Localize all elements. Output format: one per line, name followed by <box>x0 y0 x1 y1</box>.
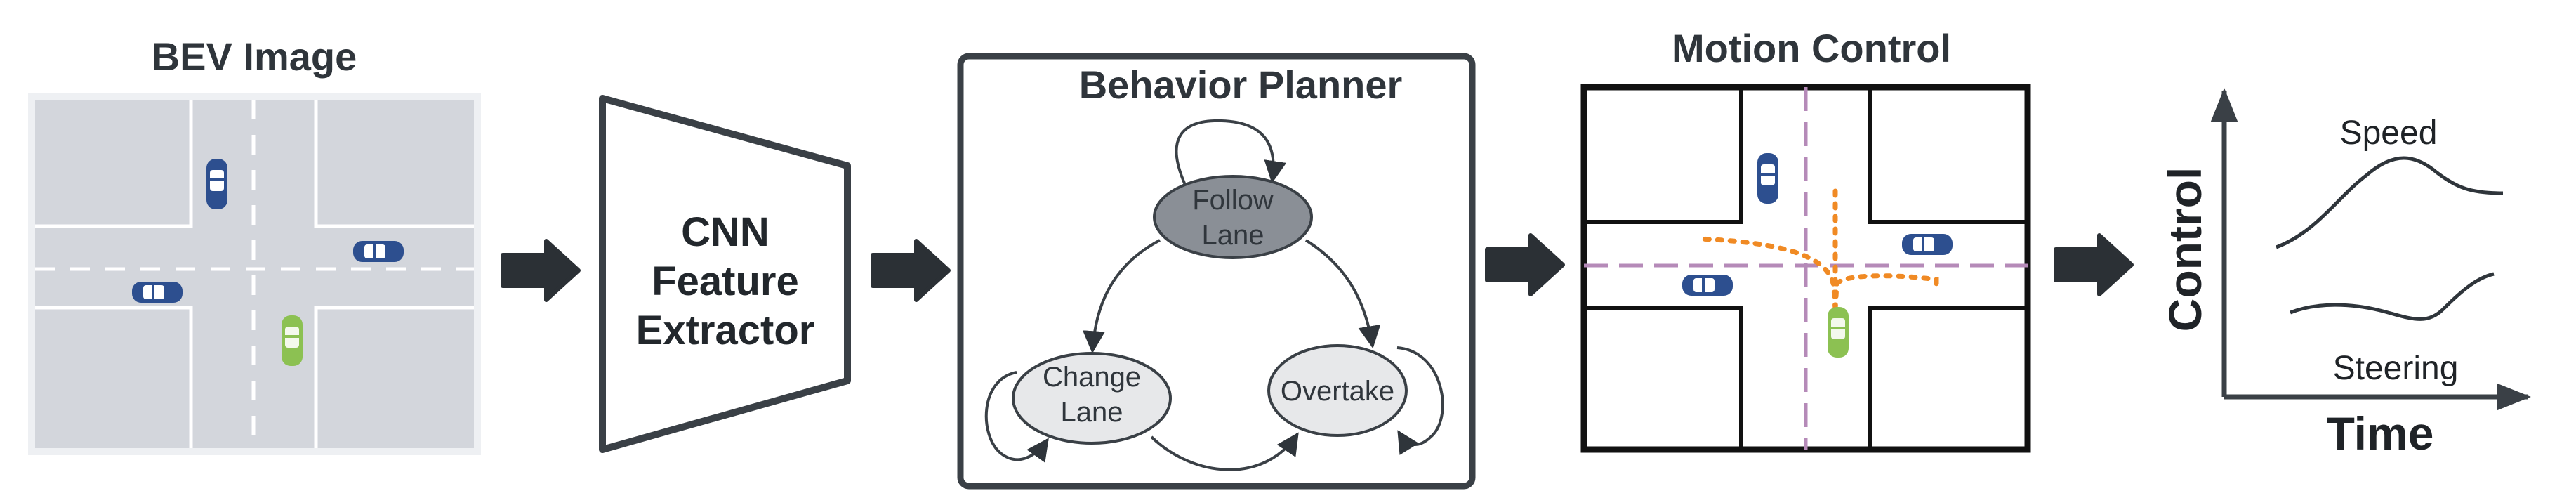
behavior-planner-panel: Behavior Planner Follow Lane Change Lane… <box>957 53 1476 490</box>
state-overtake-label: Overtake <box>1281 376 1394 407</box>
bev-title: BEV Image <box>152 34 357 79</box>
control-plot: Control Time Speed Steering <box>2159 88 2531 459</box>
x-axis-label: Time <box>2327 407 2434 459</box>
state-follow-label-line2: Lane <box>1202 220 1264 251</box>
steering-label: Steering <box>2333 350 2459 387</box>
planner-title: Behavior Planner <box>1079 63 1403 107</box>
state-overtake: Overtake <box>1267 344 1408 437</box>
state-change-label-line2: Lane <box>1061 397 1123 428</box>
state-follow-label-line1: Follow <box>1192 185 1274 216</box>
flow-arrow <box>873 241 949 300</box>
bev-panel: BEV Image <box>28 34 481 455</box>
motion-control-panel: Motion Control <box>1580 26 2031 453</box>
flow-arrow <box>1487 235 1563 294</box>
ego-car-icon <box>1828 307 1849 358</box>
car-icon <box>206 159 227 209</box>
cnn-label-line3: Extractor <box>636 308 815 353</box>
state-change-label-line1: Change <box>1043 362 1141 393</box>
y-axis-label: Control <box>2159 167 2211 332</box>
car-icon <box>353 241 404 262</box>
cnn-block: CNN Feature Extractor <box>599 95 851 453</box>
flow-arrow <box>503 241 579 300</box>
transition-follow-to-change <box>1082 239 1161 354</box>
state-follow-lane: Follow Lane <box>1153 175 1313 259</box>
steering-curve <box>2290 272 2495 321</box>
car-icon <box>1902 234 1953 255</box>
car-icon <box>132 282 183 303</box>
speed-label: Speed <box>2340 114 2438 152</box>
car-icon <box>1682 275 1733 296</box>
self-loop-overtake <box>1396 346 1444 455</box>
ego-car-icon <box>282 315 303 366</box>
transition-follow-to-overtake <box>1304 239 1381 349</box>
state-change-lane: Change Lane <box>1012 352 1172 445</box>
speed-curve <box>2276 156 2504 249</box>
flow-arrow <box>2056 235 2132 294</box>
transition-change-to-overtake <box>1150 432 1299 471</box>
motion-title: Motion Control <box>1672 26 1951 70</box>
self-loop-change <box>984 371 1049 463</box>
cnn-label-line1: CNN <box>681 209 770 255</box>
bev-map <box>28 93 481 455</box>
self-loop-follow <box>1175 119 1287 185</box>
trajectory-right <box>1832 273 1939 312</box>
trajectory-left <box>1696 236 1838 312</box>
car-icon <box>1757 153 1778 204</box>
cnn-label-line2: Feature <box>652 258 799 304</box>
